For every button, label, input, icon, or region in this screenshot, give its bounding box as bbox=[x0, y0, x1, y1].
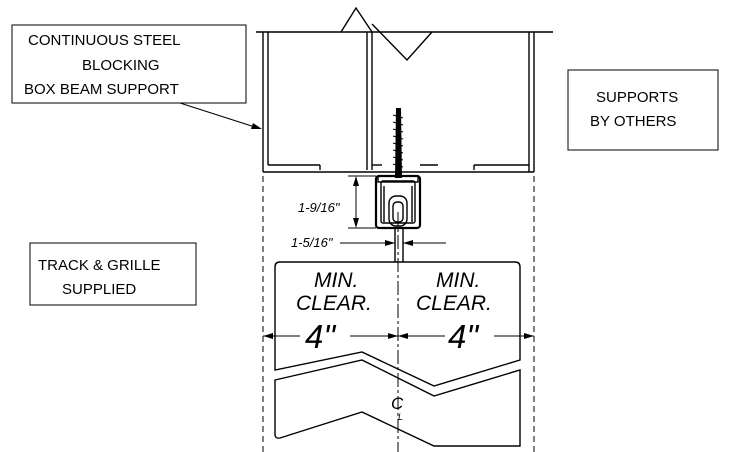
left-min-label: MIN. bbox=[314, 269, 358, 292]
note-blocking-line-1: CONTINUOUS STEEL bbox=[28, 32, 181, 49]
note-supports-line-1: SUPPORTS bbox=[596, 89, 678, 106]
note-blocking: CONTINUOUS STEEL BLOCKING BOX BEAM SUPPO… bbox=[11, 24, 262, 129]
note-supports: SUPPORTS BY OTHERS bbox=[567, 69, 719, 151]
centerline-subscript: L bbox=[398, 412, 403, 422]
note-blocking-line-3: BOX BEAM SUPPORT bbox=[24, 81, 179, 98]
right-clearance-value: 4" bbox=[448, 318, 479, 355]
clearance-dimension-right bbox=[398, 333, 534, 339]
horizontal-dimension bbox=[340, 240, 446, 246]
note-track-line-2: SUPPLIED bbox=[62, 281, 136, 298]
left-clearance-value: 4" bbox=[305, 318, 336, 355]
note-track-line-1: TRACK & GRILLE bbox=[38, 257, 161, 274]
right-min-label: MIN. bbox=[436, 269, 480, 292]
note-blocking-line-2: BLOCKING bbox=[82, 57, 160, 74]
horizontal-dimension-label: 1-5/16" bbox=[291, 235, 334, 250]
clearance-dimension-left bbox=[263, 333, 398, 339]
right-clear-label: CLEAR. bbox=[416, 292, 492, 315]
box-beam bbox=[256, 6, 553, 173]
note-supports-line-2: BY OTHERS bbox=[590, 113, 676, 130]
vertical-dimension bbox=[348, 175, 376, 229]
vertical-dimension-label: 1-9/16" bbox=[298, 200, 341, 215]
left-clear-label: CLEAR. bbox=[296, 292, 372, 315]
note-track: TRACK & GRILLE SUPPLIED bbox=[29, 242, 197, 306]
screw bbox=[392, 108, 404, 178]
centerline-symbol: C bbox=[391, 394, 404, 413]
